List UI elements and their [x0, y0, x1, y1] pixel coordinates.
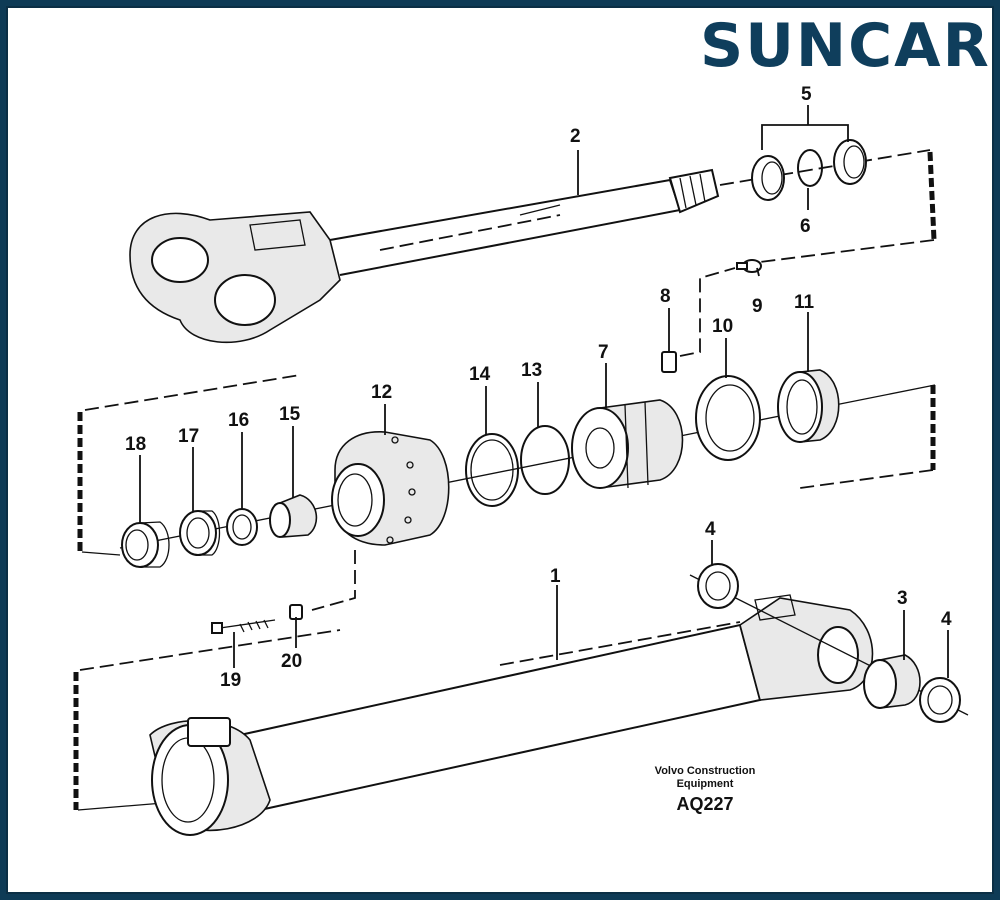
callout-4-top: 4 [705, 519, 716, 540]
part-16-ring [226, 508, 258, 546]
callout-11: 11 [794, 292, 815, 313]
part-15-bushing [269, 494, 318, 538]
callout-7: 7 [598, 342, 609, 363]
callout-17: 17 [178, 426, 199, 447]
part-18-wiper [121, 521, 170, 568]
callout-19: 19 [220, 670, 241, 691]
piston-rod-assembly [129, 149, 937, 344]
part-7-piston [571, 399, 684, 489]
callout-18: 18 [125, 434, 146, 455]
callout-15: 15 [279, 404, 301, 425]
logo-text: SUNCAR [700, 14, 990, 76]
callout-8: 8 [660, 286, 671, 307]
leader-lines [139, 150, 949, 678]
part-4-seal-ring [697, 563, 961, 723]
part-13-ring [520, 425, 570, 495]
callout-1: 1 [550, 566, 561, 587]
callout-9: 9 [752, 296, 763, 317]
callout-16: 16 [228, 410, 249, 431]
callout-5: 5 [801, 84, 812, 105]
callout-20: 20 [281, 651, 302, 672]
part-19-20-bolt [211, 550, 356, 634]
caption-manufacturer: Volvo Construction [654, 765, 756, 777]
part-12-cylinder-head [331, 431, 450, 546]
caption-equipment: Equipment [676, 778, 734, 790]
callout-numbers: 2 5 6 8 9 10 11 7 13 14 12 15 16 17 18 4… [125, 84, 952, 691]
callout-2: 2 [570, 126, 581, 147]
part-10-guide-ring [695, 375, 761, 461]
callout-6: 6 [800, 216, 811, 237]
callout-4-right: 4 [941, 609, 952, 630]
manufacturer-caption: Volvo Construction Equipment AQ227 [630, 765, 780, 815]
part-1-cylinder-tube [73, 574, 969, 836]
callout-10: 10 [712, 316, 733, 337]
part-17-seal [179, 510, 221, 556]
callout-3: 3 [897, 588, 908, 609]
callout-13: 13 [521, 360, 542, 381]
seal-kit-5-6 [751, 105, 867, 210]
caption-drawing-code: AQ227 [676, 794, 734, 814]
part-3-bushing [863, 654, 921, 709]
part-14-ring [465, 433, 519, 507]
part-11-sleeve [777, 369, 840, 443]
callout-12: 12 [371, 382, 392, 403]
callout-14: 14 [469, 364, 491, 385]
suncar-logo: SUNCAR [700, 14, 990, 76]
